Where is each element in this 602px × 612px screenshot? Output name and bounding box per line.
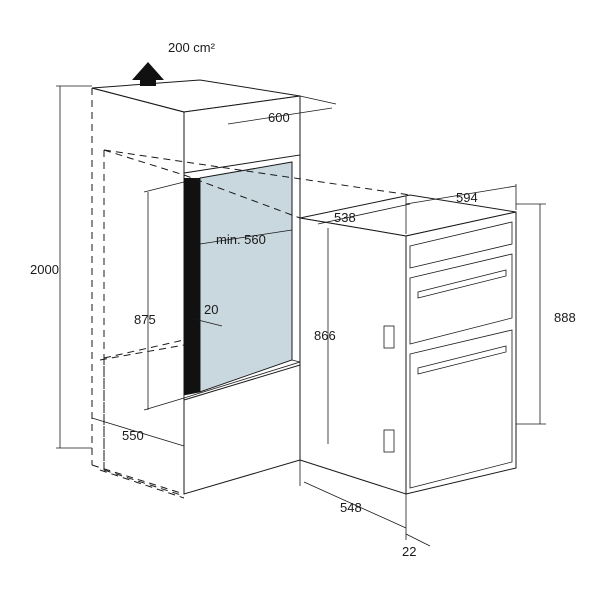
dim-label-548: 548 (340, 500, 362, 515)
oven (299, 194, 517, 495)
alignment-line-top (103, 149, 411, 196)
cabinet-inner-shelf-hidden (103, 339, 185, 359)
oven-upper-handle (417, 269, 507, 299)
niche-side-strip (184, 178, 200, 395)
oven-niche (199, 161, 293, 393)
dim-ext-600 (299, 95, 337, 105)
dim-label-2000: 2000 (30, 262, 59, 277)
cabinet-top-left-edge (91, 87, 185, 113)
cabinet-lower-bottom-hidden (103, 469, 185, 497)
dim-line-594 (405, 185, 517, 205)
cabinet-inner-top-hidden (103, 149, 185, 176)
dim-label-550: 550 (122, 428, 144, 443)
dim-label-538: 538 (334, 210, 356, 225)
oven-side-bracket-bottom (383, 429, 395, 453)
cabinet-bottom-hidden-edge (91, 464, 185, 495)
dim-label-594: 594 (456, 190, 478, 205)
dim-label-22: 22 (402, 544, 416, 559)
ventilation-label: 200 cm² (168, 40, 216, 55)
dim-label-600: 600 (268, 110, 290, 125)
oven-front-face (405, 211, 517, 495)
ventilation-arrow-head (138, 70, 158, 80)
dim-line-538 (317, 203, 411, 225)
dim-line-548 (303, 481, 407, 529)
dim-line-550 (91, 417, 185, 447)
oven-lower-door (409, 329, 513, 489)
dim-label-560: min. 560 (216, 232, 266, 247)
oven-side-bracket-top (383, 325, 395, 349)
dim-label-20: 20 (204, 302, 218, 317)
dim-line-600 (227, 107, 333, 125)
oven-lower-handle (417, 345, 507, 375)
dim-label-866: 866 (314, 328, 336, 343)
dim-line-560 (199, 229, 293, 245)
dim-label-888: 888 (554, 310, 576, 325)
oven-upper-door (409, 253, 513, 345)
base-hidden-top (99, 344, 185, 361)
niche-floor (183, 359, 302, 399)
dim-label-875: 875 (134, 312, 156, 327)
dim-line-20 (189, 317, 223, 327)
base-hidden-bottom (99, 469, 185, 499)
dim-ext-875-top (143, 181, 185, 193)
dim-ext-875-bottom (143, 397, 185, 411)
oven-side-face (299, 217, 407, 495)
oven-control-panel (409, 221, 513, 269)
dim-line-22 (405, 533, 431, 547)
alignment-line-mid (183, 174, 301, 219)
